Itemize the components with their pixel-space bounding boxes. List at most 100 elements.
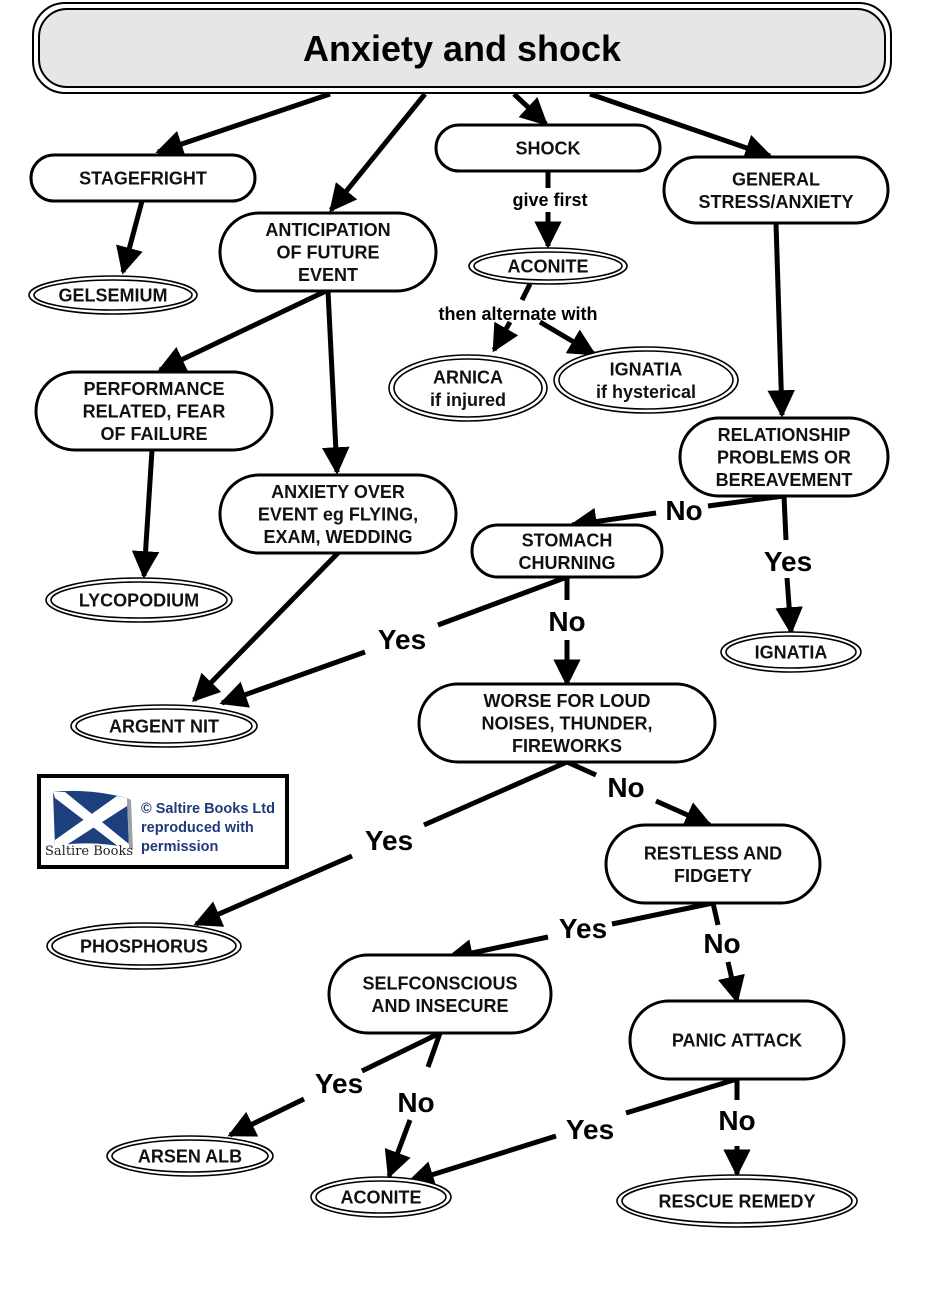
node-label: SHOCK	[515, 139, 580, 159]
edge-arrow	[322, 290, 350, 475]
node-label: OF FAILURE	[101, 424, 208, 444]
credit-line: © Saltire Books Ltd	[141, 801, 275, 817]
edge-stagefright-to-gelsemium	[116, 200, 145, 275]
node-label: ACONITE	[508, 257, 589, 277]
edge-general_stress-to-relationship	[767, 222, 795, 418]
node-label: ANTICIPATION	[265, 220, 390, 240]
edge-label: then alternate with	[438, 304, 597, 324]
title-box: Anxiety and shock	[32, 2, 892, 94]
edge-worse_loud-to-phosphorus	[193, 759, 569, 927]
node-label: PROBLEMS OR	[717, 448, 851, 468]
edge-label: No	[397, 1087, 434, 1118]
credit-text: © Saltire Books Ltd reproduced with perm…	[141, 800, 275, 857]
node-label: ACONITE	[341, 1188, 422, 1208]
node-label: PERFORMANCE	[83, 379, 224, 399]
node-rescue: RESCUE REMEDY	[616, 1174, 858, 1228]
edge-stomach-to-argent_nit	[219, 574, 568, 708]
edge-arrow	[767, 222, 795, 418]
edge-arrow	[538, 319, 597, 357]
edge-title-to-shock	[512, 92, 549, 126]
edge-label: Yes	[764, 546, 812, 577]
node-label: if hysterical	[596, 382, 696, 402]
copyright-box: Saltire Books © Saltire Books Ltd reprod…	[37, 774, 289, 869]
edge-performance-to-lycopodium	[131, 449, 160, 579]
edge-arrow	[131, 449, 160, 579]
edge-anxiety_event-to-argent_nit	[192, 551, 340, 702]
edge-segment	[710, 902, 721, 926]
edge-arrow	[116, 200, 145, 275]
edge-label: No	[703, 928, 740, 959]
node-ignatia-hyst: IGNATIA if hysterical	[553, 346, 739, 414]
edge-arrow	[589, 91, 773, 161]
edge-arrow	[227, 1096, 306, 1138]
node-label: STRESS/ANXIETY	[698, 192, 853, 212]
edge-label: Yes	[566, 1114, 614, 1145]
edge-title-to-stagefright	[155, 91, 331, 158]
edge-selfconscious-to-aconite_bottom	[384, 1032, 443, 1179]
edge-label: No	[548, 606, 585, 637]
edge-arrow	[219, 649, 366, 708]
edge-arrow	[654, 798, 713, 828]
edge-segment	[565, 759, 598, 778]
node-lycopodium: LYCOPODIUM	[45, 577, 233, 623]
nodes: Anxiety and shock STAGEFRIGHTGELSEMIUMAN…	[28, 2, 892, 1228]
node-label: CHURNING	[519, 553, 616, 573]
node-label: PHOSPHORUS	[80, 937, 208, 957]
page-title: Anxiety and shock	[303, 28, 622, 69]
edge-arrow	[569, 507, 657, 536]
node-label: AND INSECURE	[371, 996, 508, 1016]
edge-segment	[519, 282, 533, 302]
edge-label: No	[607, 772, 644, 803]
edge-label: give first	[512, 190, 587, 210]
node-gelsemium: GELSEMIUM	[28, 275, 198, 315]
edge-segment	[625, 1076, 738, 1116]
node-argent-nit: ARGENT NIT	[70, 704, 258, 748]
edge-relationship-to-stomach	[569, 493, 785, 536]
credit-line: reproduced with	[141, 820, 254, 836]
edge-anticipation-to-anxiety_event	[322, 290, 350, 475]
node-label: SELFCONSCIOUS	[362, 973, 517, 993]
node-label: RESTLESS AND	[644, 843, 782, 863]
node-label: if injured	[430, 390, 506, 410]
edge-selfconscious-to-arsen_alb	[227, 1030, 442, 1138]
edge-title-to-anticipation	[329, 92, 427, 213]
edge-segment	[437, 574, 568, 628]
edge-arrow	[155, 91, 331, 158]
node-selfconscious: SELFCONSCIOUS AND INSECURE	[327, 953, 553, 1035]
edge-aconite_top-to-arnica	[491, 282, 533, 353]
edge-arrow	[193, 853, 353, 927]
node-label: IGNATIA	[755, 643, 828, 663]
edge-aconite_top-to-ignatia_hyst	[538, 319, 597, 357]
node-label: EVENT eg FLYING,	[258, 505, 418, 525]
edge-arrow	[512, 92, 549, 126]
edge-arrow	[384, 1119, 413, 1179]
node-label: OF FUTURE	[277, 243, 380, 263]
node-label: EXAM, WEDDING	[263, 527, 412, 547]
node-label: WORSE FOR LOUD	[484, 691, 651, 711]
logo-caption: Saltire Books	[45, 844, 133, 859]
node-stomach: STOMACH CHURNING	[470, 523, 664, 579]
node-label: BEREAVEMENT	[716, 470, 853, 490]
edge-label: No	[665, 495, 702, 526]
node-label: STOMACH	[522, 530, 613, 550]
node-label: NOISES, THUNDER,	[481, 714, 652, 734]
edge-label: Yes	[365, 825, 413, 856]
node-ignatia: IGNATIA	[720, 631, 862, 673]
edge-relationship-to-ignatia	[775, 495, 803, 635]
edge-anticipation-to-performance	[157, 288, 328, 373]
node-shock: SHOCK	[434, 123, 662, 173]
node-label: ARGENT NIT	[109, 717, 219, 737]
node-phosphorus: PHOSPHORUS	[46, 922, 242, 970]
node-label: IGNATIA	[610, 359, 683, 379]
edge-arrow	[406, 1133, 557, 1188]
node-aconite-bottom: ACONITE	[310, 1176, 452, 1218]
node-label: FIREWORKS	[512, 736, 622, 756]
edge-restless-to-panic	[710, 902, 745, 1004]
